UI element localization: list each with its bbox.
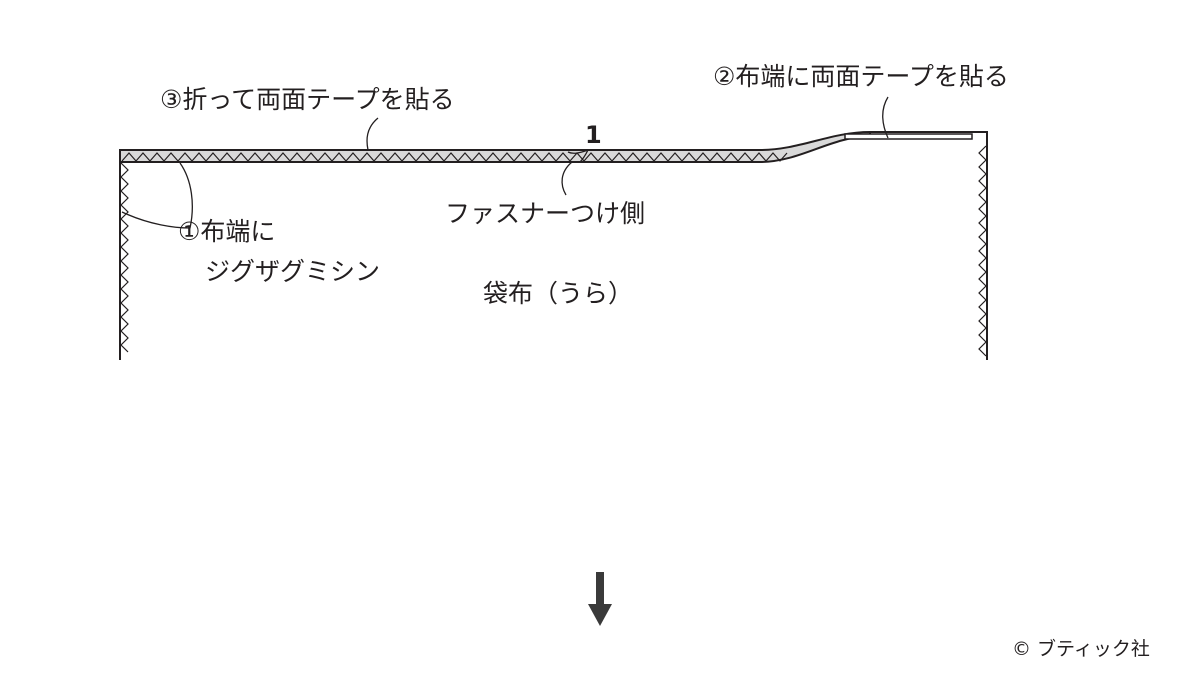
zigzag-line bbox=[120, 162, 129, 353]
copyright-text: © ブティック社 bbox=[1012, 637, 1150, 660]
leader-marker-1 bbox=[567, 149, 589, 163]
zigzag-line bbox=[121, 152, 788, 162]
fabric-outline bbox=[119, 131, 988, 360]
down-arrow-icon bbox=[588, 572, 612, 626]
leader-step3 bbox=[366, 117, 379, 151]
double-sided-tape bbox=[844, 133, 973, 140]
leader-step2 bbox=[882, 96, 889, 139]
zigzag-stitch-right bbox=[978, 145, 987, 357]
zigzag-line bbox=[978, 145, 987, 357]
label-step1-line2: ジグザグミシン bbox=[205, 257, 380, 286]
label-step2: ②布端に両面テープを貼る bbox=[713, 62, 1009, 91]
zigzag-stitch-top bbox=[121, 152, 788, 162]
leader-zipper-side bbox=[561, 161, 573, 196]
label-zipper-side: ファスナーつけ側 bbox=[445, 199, 645, 228]
zigzag-stitch-left bbox=[120, 162, 129, 353]
label-bag-fabric: 袋布（うら） bbox=[483, 279, 633, 308]
leader-step1 bbox=[121, 162, 193, 229]
folded-edge-band bbox=[119, 130, 871, 163]
label-step3: ③折って両面テープを貼る bbox=[160, 85, 455, 114]
label-marker-1: 1 bbox=[585, 121, 602, 149]
label-step1-line1: ①布端に bbox=[178, 217, 275, 246]
